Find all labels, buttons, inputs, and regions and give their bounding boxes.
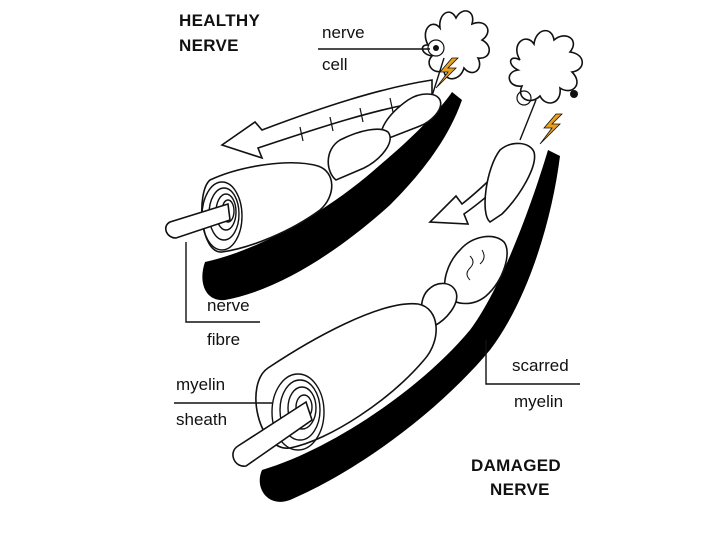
scarred-myelin-label-line2: myelin (514, 393, 563, 410)
nerve-fibre-label-line2: fibre (207, 331, 240, 348)
scarred-myelin-label-line1: scarred (512, 357, 569, 374)
damaged-title-line2: NERVE (490, 481, 550, 498)
healthy-title-line2: NERVE (179, 37, 239, 54)
damaged-myelin-segment-upper (485, 143, 535, 222)
nerve-cell-label-line2: cell (322, 56, 348, 73)
nerve-cell-label-line1: nerve (322, 24, 365, 41)
myelin-sheath-label-line2: sheath (176, 411, 227, 428)
damaged-impulse-bolt (540, 114, 562, 144)
nerve-fibre-label-line1: nerve (207, 297, 250, 314)
damaged-title-line1: DAMAGED (471, 457, 561, 474)
myelin-sheath-label-line1: myelin (176, 376, 225, 393)
healthy-title-line1: HEALTHY (179, 12, 260, 29)
